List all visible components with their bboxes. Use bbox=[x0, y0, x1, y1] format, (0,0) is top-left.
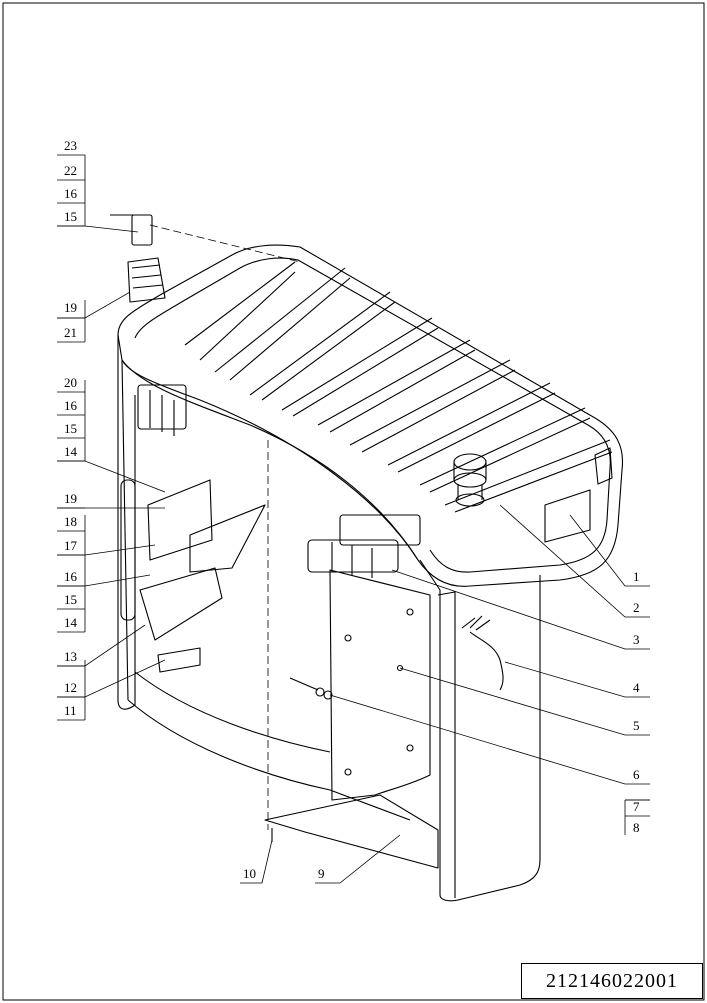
callout-16c: 16 bbox=[64, 569, 78, 584]
callout-10: 10 bbox=[243, 866, 256, 881]
callout-13: 13 bbox=[64, 649, 77, 664]
callout-8: 8 bbox=[633, 820, 640, 835]
callout-7: 7 bbox=[633, 799, 640, 814]
callout-1: 1 bbox=[633, 569, 640, 584]
callout-2: 2 bbox=[633, 600, 640, 615]
callout-18: 18 bbox=[64, 514, 77, 529]
assembly-body bbox=[110, 214, 624, 902]
callout-19: 19 bbox=[64, 300, 77, 315]
callout-12: 12 bbox=[64, 680, 77, 695]
callout-15c: 15 bbox=[64, 592, 77, 607]
left-callouts: 23 22 16 15 19 21 20 16 15 14 19 18 17 1… bbox=[57, 138, 86, 721]
callout-15: 15 bbox=[64, 209, 77, 224]
callout-19b: 19 bbox=[64, 491, 77, 506]
callout-17: 17 bbox=[64, 538, 78, 553]
callout-4: 4 bbox=[633, 680, 640, 695]
callout-5: 5 bbox=[633, 718, 640, 733]
callout-14b: 14 bbox=[64, 615, 78, 630]
right-callouts: 1 2 3 4 5 6 7 8 bbox=[624, 569, 650, 835]
assembly-axis-lines bbox=[149, 224, 301, 830]
callout-22: 22 bbox=[64, 163, 77, 178]
callout-23: 23 bbox=[64, 138, 77, 153]
callout-16: 16 bbox=[64, 186, 78, 201]
callout-6: 6 bbox=[633, 767, 640, 782]
bottom-callouts: 10 9 bbox=[243, 866, 325, 881]
callout-20: 20 bbox=[64, 375, 77, 390]
callout-9: 9 bbox=[318, 866, 325, 881]
callout-16b: 16 bbox=[64, 398, 78, 413]
callout-3: 3 bbox=[633, 632, 640, 647]
drawing-part-number: 212146022001 bbox=[521, 963, 703, 999]
callout-15b: 15 bbox=[64, 421, 77, 436]
callout-11: 11 bbox=[64, 703, 77, 718]
callout-14: 14 bbox=[64, 444, 78, 459]
callout-21: 21 bbox=[64, 325, 77, 340]
